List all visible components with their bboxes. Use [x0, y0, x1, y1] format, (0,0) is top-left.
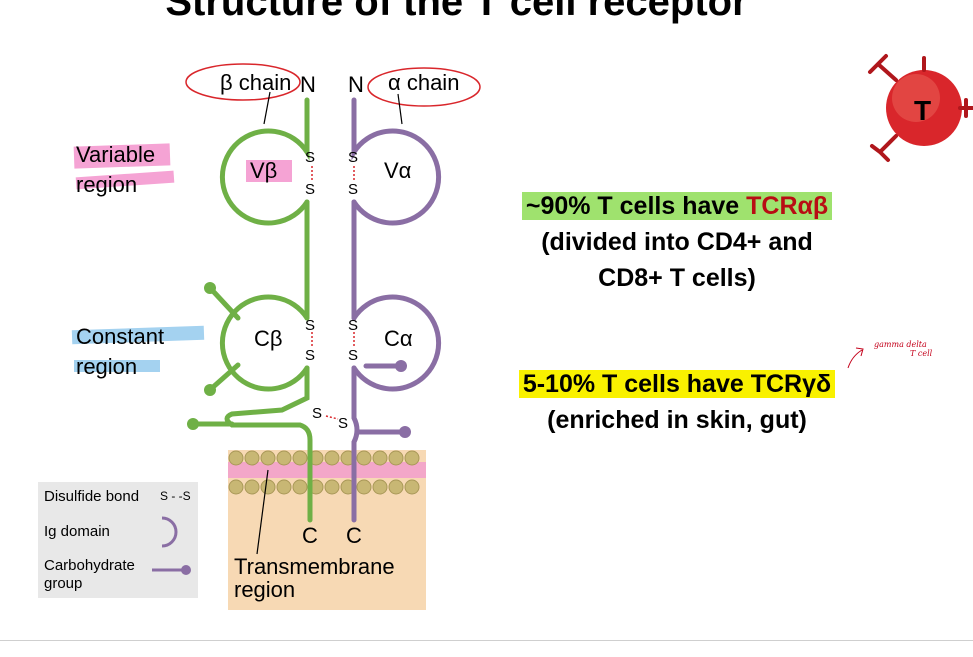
tcr-ab-line1: ~90% T cells have TCRαβ [470, 188, 884, 224]
handwritten-note-line1: gamma delta [874, 340, 927, 349]
calpha-label: Cα [384, 326, 413, 351]
alpha-chain-label: α chain [388, 70, 459, 95]
cbeta-label: Cβ [254, 326, 283, 351]
tcr-ab-prefix: ~90% T cells have [525, 192, 747, 220]
constant-region-line2: region [76, 354, 138, 379]
beta-label-circle [185, 63, 301, 101]
s-label: S [305, 347, 315, 364]
variable-region-label: Variable region [76, 140, 155, 200]
legend-carbohydrate-label-1: Carbohydrate [44, 557, 135, 574]
n-left-label: N [300, 72, 316, 97]
n-right-label: N [348, 72, 364, 97]
tcr-ab-type: TCRαβ [746, 192, 829, 220]
tcr-ab-highlight: ~90% T cells have TCRαβ [521, 192, 833, 220]
beta-pointer [263, 91, 271, 125]
s-label: S [348, 181, 358, 198]
tcell-icon: T [868, 54, 973, 162]
vbeta-label: Vβ [250, 158, 277, 183]
legend-ig-label: Ig domain [44, 523, 110, 540]
beta-chain-label: β chain [220, 70, 291, 95]
tcr-ab-line2: (divided into CD4+ and [541, 228, 813, 256]
s-label: S [305, 181, 315, 198]
tcr-gd-line2: (enriched in skin, gut) [547, 406, 807, 434]
slide-title: Structure of the T cell receptor [165, 0, 748, 24]
constant-region-label: Constant region [76, 322, 164, 382]
handwritten-note-line2: T cell [910, 349, 933, 358]
alpha-carbohydrates [395, 360, 411, 438]
beta-carbohydrates [187, 282, 216, 430]
legend-disulfide-symbol: S - -S [160, 489, 191, 503]
s-label: S [348, 149, 358, 166]
handwritten-arrow [847, 347, 864, 369]
handwritten-note: gamma delta T cell [874, 340, 932, 358]
s-label: S [305, 317, 315, 334]
tcr-gd-stat: 5-10% T cells have TCRγδ (enriched in sk… [470, 366, 884, 438]
constant-highlight-2 [74, 360, 160, 372]
legend-carbohydrate-dot [181, 565, 191, 575]
valpha-label: Vα [384, 158, 412, 183]
alpha-chain [351, 97, 442, 523]
s-label: S [348, 317, 358, 334]
beta-chain [193, 97, 313, 523]
disulfide-bonds [311, 166, 355, 420]
s-label: S [338, 415, 348, 432]
vbeta-highlight [246, 160, 292, 182]
s-label: S [305, 149, 315, 166]
legend-ig-icon [161, 516, 178, 548]
tcr-gd-line1: 5-10% T cells have TCRγδ [518, 370, 836, 398]
constant-region-line1: Constant [76, 324, 165, 349]
variable-region-line1: Variable [76, 142, 156, 167]
legend-carbohydrate-label-2: group [44, 575, 82, 592]
c-right-label: C [346, 523, 362, 548]
transmembrane-pointer [256, 469, 269, 555]
c-left-label: C [302, 523, 318, 548]
s-label: S [348, 347, 358, 364]
legend: Disulfide bond Ig domain Carbohydrate gr… [38, 482, 198, 598]
transmembrane-label-1: Transmembrane [234, 554, 395, 579]
cell-membrane [228, 450, 426, 610]
alpha-pointer [397, 93, 403, 125]
tcr-ab-stat: ~90% T cells have TCRαβ (divided into CD… [470, 188, 884, 296]
transmembrane-label-2: region [234, 577, 295, 602]
slide-bottom-divider [0, 640, 973, 641]
tcell-label: T [914, 95, 931, 126]
tcr-ab-line3: CD8+ T cells) [598, 264, 756, 292]
legend-disulfide-label: Disulfide bond [44, 488, 139, 505]
variable-region-line2: region [76, 172, 138, 197]
s-label: S [312, 405, 322, 422]
alpha-label-circle [367, 67, 481, 107]
